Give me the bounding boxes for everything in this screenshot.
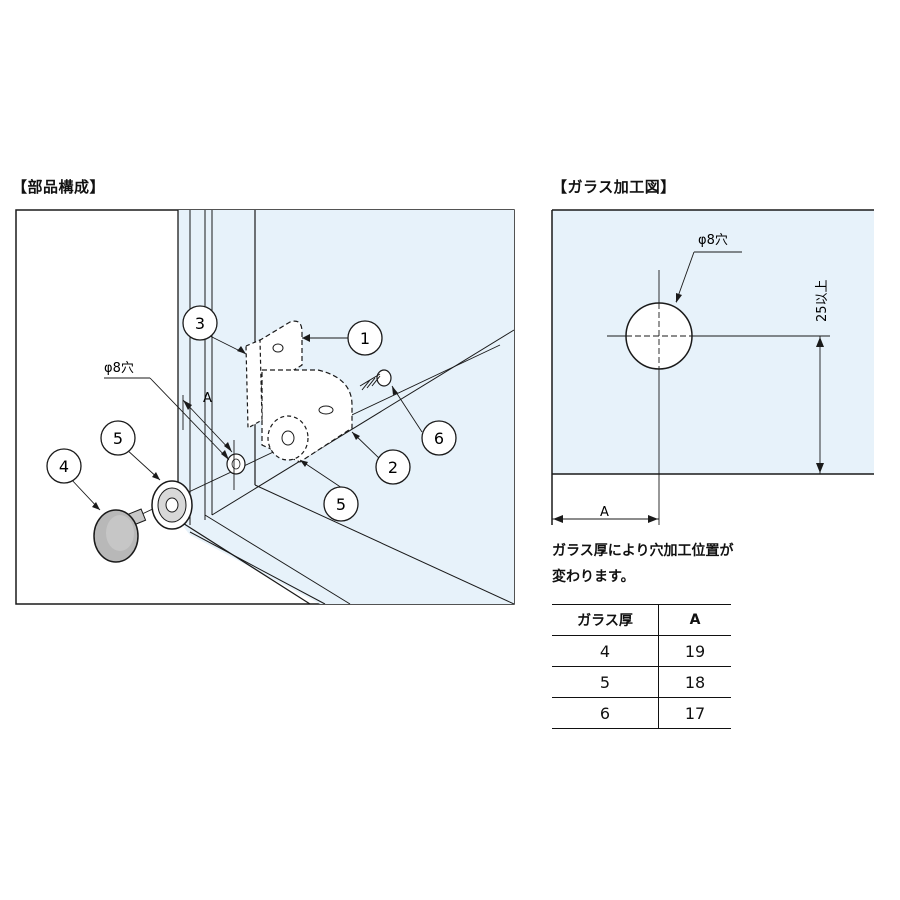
spec-table-header: ガラス厚 A	[552, 604, 731, 636]
cell-a: 18	[658, 666, 731, 698]
svg-text:6: 6	[434, 429, 444, 448]
screw	[359, 369, 392, 391]
parts-hole-label: φ8穴	[104, 361, 134, 376]
cell-thickness: 5	[552, 666, 659, 698]
callout-3: 3	[182, 305, 218, 341]
glass-hole-label: φ8穴	[698, 233, 728, 248]
glass-area	[552, 210, 874, 474]
glass-section-title: 【ガラス加工図】	[552, 178, 676, 196]
svg-text:5: 5	[336, 495, 346, 514]
svg-text:3: 3	[195, 314, 205, 333]
note-line-1: ガラス厚により穴加工位置が	[552, 543, 734, 559]
callout-6: 6	[421, 420, 457, 456]
callout-4: 4	[46, 448, 82, 484]
washer-front	[151, 480, 193, 530]
cell-thickness: 4	[552, 635, 659, 667]
note-line-2: 変わります。	[552, 569, 635, 585]
callout-5-rear: 5	[323, 486, 359, 522]
callout-2: 2	[375, 449, 411, 485]
glass-horizontal-dim-label: A	[600, 505, 609, 520]
header-a: A	[658, 604, 731, 636]
svg-text:4: 4	[59, 457, 69, 476]
knob	[93, 508, 147, 563]
parts-section-title: 【部品構成】	[12, 178, 106, 196]
note: ガラス厚により穴加工位置が 変わります。	[552, 538, 733, 590]
parts-dim-label: A	[203, 391, 212, 406]
cell-thickness: 6	[552, 697, 659, 729]
cell-a: 19	[658, 635, 731, 667]
header-glass-thickness: ガラス厚	[552, 604, 659, 636]
svg-text:2: 2	[388, 458, 398, 477]
table-row: 6 17	[552, 697, 731, 729]
callout-5-front: 5	[100, 420, 136, 456]
pin	[245, 339, 263, 430]
spec-table: ガラス厚 A 4 19 5 18 6 17	[552, 604, 731, 729]
table-row: 4 19	[552, 635, 731, 667]
svg-text:1: 1	[360, 329, 370, 348]
callout-1: 1	[347, 320, 383, 356]
svg-text:5: 5	[113, 429, 123, 448]
cell-a: 17	[658, 697, 731, 729]
table-row: 5 18	[552, 666, 731, 698]
glass-vertical-dim-label: 25以上	[815, 279, 830, 322]
